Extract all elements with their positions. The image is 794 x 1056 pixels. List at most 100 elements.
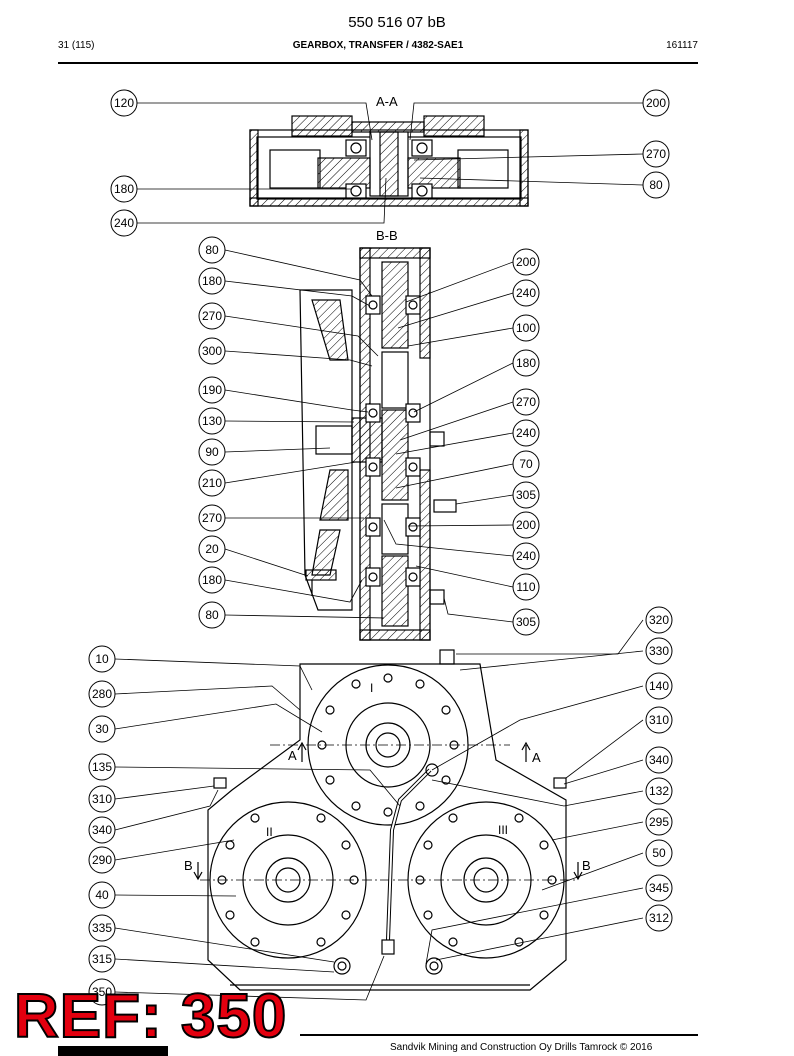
callout-main-5: 340 [88,816,116,844]
callout-number: 200 [646,96,666,110]
callout-circle [512,349,540,377]
callout-circle [88,914,116,942]
callout-main-0: 10 [88,645,116,673]
callout-bb-7: 210 [198,469,226,497]
section-arrow-a-right: A [532,750,541,765]
callout-main-15: 340 [645,746,673,774]
callout-circle [198,302,226,330]
callout-circle [88,753,116,781]
callout-number: 345 [649,881,669,895]
callout-bb-17: 240 [512,419,540,447]
callout-bb-13: 240 [512,279,540,307]
callout-main-4: 310 [88,785,116,813]
callout-bb-1: 180 [198,267,226,295]
callout-main-6: 290 [88,846,116,874]
callout-circle [645,874,673,902]
callout-circle [88,846,116,874]
callout-circle [642,89,670,117]
callout-circle [512,608,540,636]
callout-main-9: 315 [88,945,116,973]
callout-circle [198,407,226,435]
callout-circle [512,481,540,509]
callout-circle [512,419,540,447]
footer-copyright: Sandvik Mining and Construction Oy Drill… [390,1042,653,1053]
callout-number: 305 [516,615,536,629]
callout-bb-8: 270 [198,504,226,532]
callout-number: 80 [205,608,219,622]
callout-number: 200 [516,255,536,269]
callout-number: 90 [205,445,219,459]
callout-bb-21: 240 [512,542,540,570]
callout-bb-9: 20 [198,535,226,563]
callout-bb-16: 270 [512,388,540,416]
callout-main-10: 350 [88,978,116,1006]
callout-number: 295 [649,815,669,829]
section-arrow-a-left: A [288,748,297,763]
callout-circle [645,904,673,932]
callout-number: 335 [92,921,112,935]
section-bb-drawing [299,247,457,641]
shaft-label-ii: II [266,825,273,839]
callout-main-14: 310 [645,706,673,734]
callout-circle [198,236,226,264]
shaft-label-i: I [370,681,373,695]
callout-circle [198,376,226,404]
callout-circle [88,785,116,813]
callout-main-8: 335 [88,914,116,942]
callout-aa-4: 180 [110,175,138,203]
callout-number: 280 [92,687,112,701]
footer-rule [300,1034,698,1036]
section-arrow-b-right: B [582,858,591,873]
callout-number: 240 [114,216,134,230]
callout-circle [645,706,673,734]
callout-circle [645,672,673,700]
shaft-label-iii: III [498,823,508,837]
callout-circle [88,945,116,973]
callout-circle [645,808,673,836]
callout-circle [642,140,670,168]
callout-aa-0: 120 [110,89,138,117]
callout-circle [88,881,116,909]
callout-number: 320 [649,613,669,627]
callout-circle [642,171,670,199]
callout-main-2: 30 [88,715,116,743]
callout-number: 310 [92,792,112,806]
callout-number: 330 [649,644,669,658]
callout-number: 30 [95,722,109,736]
callout-main-7: 40 [88,881,116,909]
callout-circle [645,637,673,665]
callout-main-13: 140 [645,672,673,700]
header-rule [58,62,698,64]
callout-bb-18: 70 [512,450,540,478]
callout-bb-14: 100 [512,314,540,342]
callout-circle [110,209,138,237]
callout-number: 340 [649,753,669,767]
callout-circle [88,715,116,743]
callout-aa-5: 240 [110,209,138,237]
callout-main-11: 320 [645,606,673,634]
callout-number: 180 [516,356,536,370]
callout-circle [198,267,226,295]
callout-number: 190 [202,383,222,397]
leader-lines [114,102,644,1001]
callout-number: 80 [205,243,219,257]
callout-number: 110 [516,580,535,594]
callout-circle [88,645,116,673]
callout-number: 80 [649,178,663,192]
callout-circle [512,279,540,307]
callout-number: 20 [205,542,219,556]
callout-bb-3: 300 [198,337,226,365]
callout-number: 40 [95,888,109,902]
callout-circle [198,566,226,594]
callout-circle [110,175,138,203]
callout-bb-23: 305 [512,608,540,636]
callout-main-17: 295 [645,808,673,836]
callout-number: 350 [92,985,112,999]
callout-bb-19: 305 [512,481,540,509]
callout-number: 140 [649,679,669,693]
callout-number: 312 [649,911,669,925]
callout-aa-3: 80 [642,171,670,199]
callout-bb-10: 180 [198,566,226,594]
callout-number: 270 [202,309,222,323]
